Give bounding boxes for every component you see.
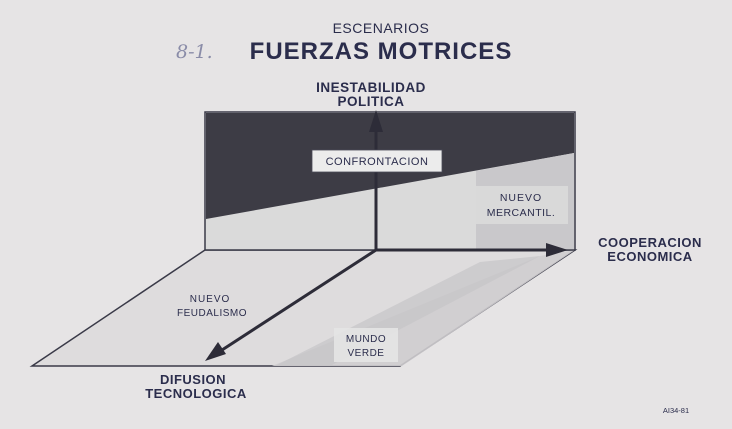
mercantil-label-line2: MERCANTIL. [487,207,556,219]
verde-label-line2: VERDE [348,348,385,359]
depth-axis-label-line2: TECNOLOGICA [145,386,247,401]
feudalismo-label-line2: FEUDALISMO [177,308,247,319]
depth-axis-arrowhead [205,342,226,361]
vertical-axis-arrowhead [369,110,383,132]
vertical-axis-label-line1: INESTABILIDAD [316,80,426,95]
handwritten-note: 8-1. [176,41,213,63]
verde-box [334,328,398,362]
verde-label-line1: MUNDO [346,334,386,345]
confrontacion-label: CONFRONTACION [326,156,429,168]
vertical-axis-label-line2: POLITICA [338,94,405,109]
footer-code: AI34-81 [663,406,689,415]
feudalismo-label-line1: NUEVO [190,294,231,305]
horizontal-axis-label-line2: ECONOMICA [607,249,693,264]
page-subtitle: ESCENARIOS [333,20,430,36]
depth-axis-label-line1: DIFUSION [160,372,226,387]
horizontal-axis-arrowhead [546,243,568,257]
mercantil-label-line1: NUEVO [500,192,542,204]
confrontacion-box [311,149,443,173]
page-title: FUERZAS MOTRICES [250,38,513,65]
mercantil-box [476,186,568,224]
depth-axis-line [221,248,377,352]
horizontal-axis-label-line1: COOPERACION [598,235,702,250]
